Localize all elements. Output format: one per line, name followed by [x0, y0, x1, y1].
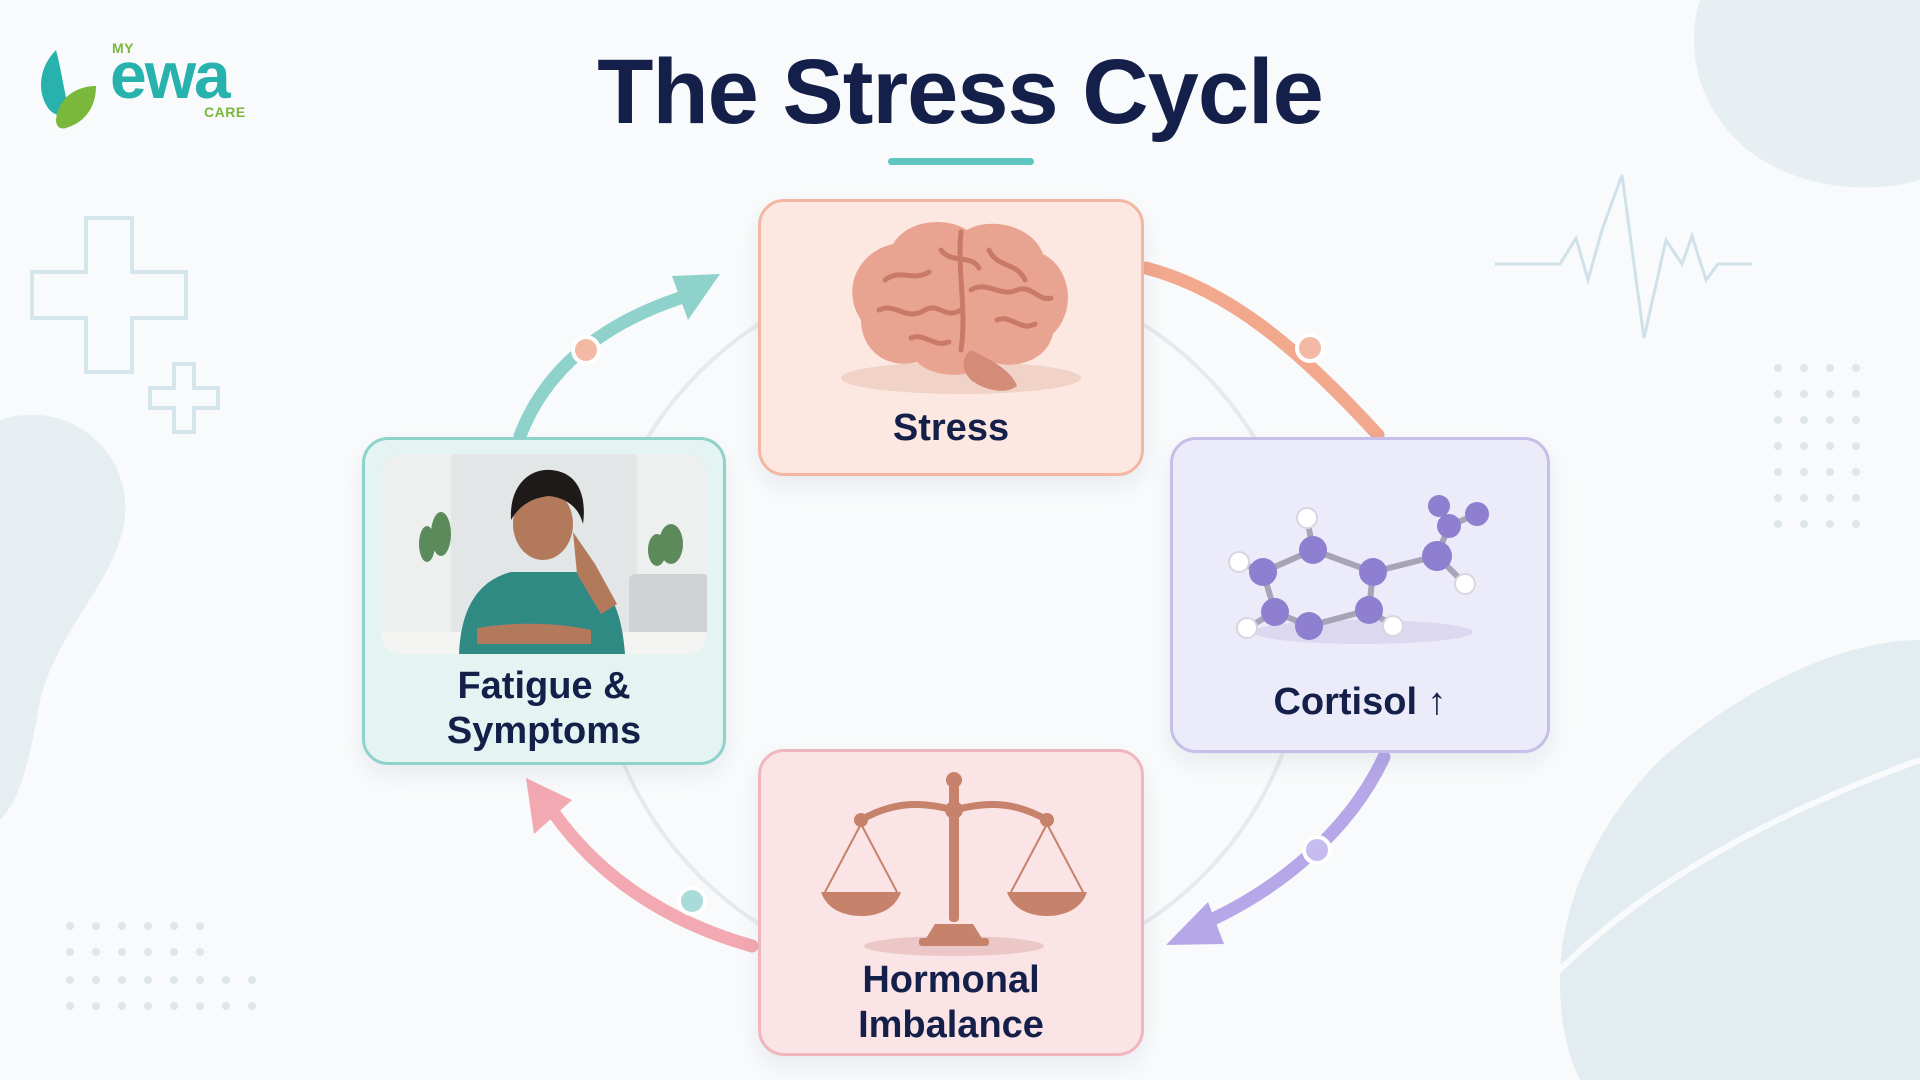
title-underline	[888, 158, 1034, 165]
brand-care: CARE	[204, 104, 246, 120]
card-label-cortisol: Cortisol ↑	[1273, 681, 1447, 723]
cycle-card-cortisol: Cortisol ↑	[1170, 437, 1550, 753]
bg-blob-bottom-right	[1560, 640, 1920, 1080]
balance-scale-icon	[821, 772, 1087, 956]
card-label-fatigue-line1: Fatigue &	[457, 665, 631, 707]
cycle-card-fatigue: Fatigue & Symptoms	[362, 437, 726, 765]
bg-blob-left	[0, 414, 126, 820]
tired-woman-image	[381, 454, 707, 654]
card-label-hormonal: Hormonal Imbalance	[761, 958, 1141, 1048]
cycle-arrow-hormonal-fatigue	[538, 793, 759, 953]
cycle-node-dot	[1295, 333, 1325, 363]
leaf-icon	[41, 50, 96, 129]
brand-my: MY	[112, 40, 134, 56]
brand-name: ewa	[110, 38, 231, 112]
cycle-card-hormonal-imbalance: Hormonal Imbalance	[758, 749, 1144, 1056]
brain-icon	[841, 221, 1081, 394]
card-label-hormonal-line2: Imbalance	[858, 1003, 1044, 1046]
card-label-hormonal-line1: Hormonal	[862, 959, 1040, 1001]
brand-logo: MY ewa CARE	[28, 30, 268, 140]
cycle-arrow-fatigue-stress	[513, 291, 687, 443]
molecule-icon	[1228, 495, 1489, 644]
cycle-node-dot	[677, 886, 707, 916]
cycle-node-dot	[1302, 835, 1332, 865]
card-label-stress: Stress	[892, 407, 1010, 449]
dot-grid	[1774, 364, 1860, 528]
cycle-arrow-stress-cortisol	[1139, 261, 1385, 442]
card-label-fatigue-line2: Symptoms	[446, 709, 642, 752]
cycle-node-dot	[571, 335, 601, 365]
medical-cross-icon	[148, 362, 220, 434]
dot-grid	[66, 922, 256, 1010]
bg-wave-bottom-right	[1467, 757, 1920, 1080]
cycle-card-stress: Stress	[758, 199, 1144, 476]
page-title: The Stress Cycle	[597, 41, 1323, 143]
cycle-arrow-cortisol-hormonal	[1193, 750, 1391, 932]
card-label-fatigue: Fatigue & Symptoms	[365, 664, 723, 754]
heartbeat-line-icon	[1495, 174, 1752, 339]
arrowhead	[672, 274, 720, 320]
bg-blob-top-right	[1694, 0, 1920, 188]
medical-cross-icon	[30, 216, 188, 374]
arrowhead	[526, 778, 572, 834]
arrowhead	[1166, 902, 1224, 945]
